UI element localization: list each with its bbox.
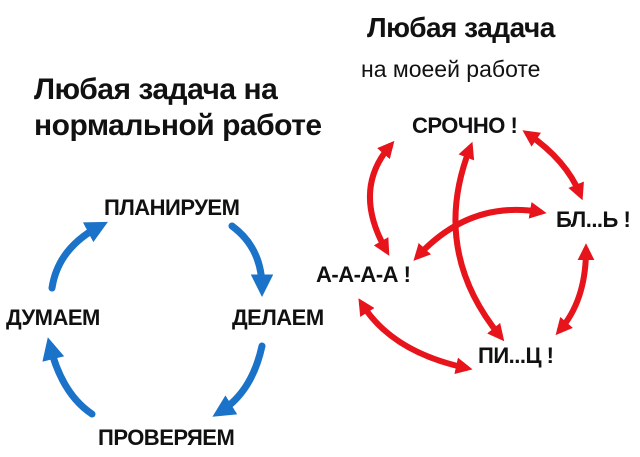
- state-p-label: ПИ...Ц !: [478, 343, 554, 368]
- step-think-label: ДУМАЕМ: [6, 305, 100, 330]
- state-urgent-label: СРОЧНО !: [412, 113, 518, 138]
- arrow-b-p: [555, 243, 595, 336]
- arrow-b-aaaa-cross: [413, 202, 547, 261]
- step-do-label: ДЕЛАЕМ: [232, 305, 324, 330]
- arrow-p-aaaa: [358, 298, 473, 375]
- left-heading-line1: Любая задача на: [34, 73, 278, 106]
- step-check-label: ПРОВЕРЯЕМ: [98, 425, 235, 450]
- arrow-check-to-think: [42, 337, 96, 418]
- right-heading-line2: на моеей работе: [361, 56, 541, 82]
- arrow-do-to-check: [212, 342, 266, 417]
- state-b-label: БЛ...Ь !: [556, 207, 631, 232]
- arrow-urgent-aaaa: [366, 140, 395, 256]
- arrow-urgent-p-cross: [452, 141, 505, 342]
- arrow-plan-to-do: [228, 222, 274, 297]
- arrow-urgent-b: [522, 130, 584, 201]
- right-heading-line1: Любая задача: [367, 12, 555, 43]
- left-heading: Любая задача на нормальной работе: [34, 72, 322, 144]
- arrow-think-to-plan: [48, 221, 108, 292]
- left-heading-line2: нормальной работе: [34, 109, 322, 142]
- state-aaaa-label: А-А-А-А !: [316, 262, 411, 287]
- step-plan-label: ПЛАНИРУЕМ: [104, 195, 240, 220]
